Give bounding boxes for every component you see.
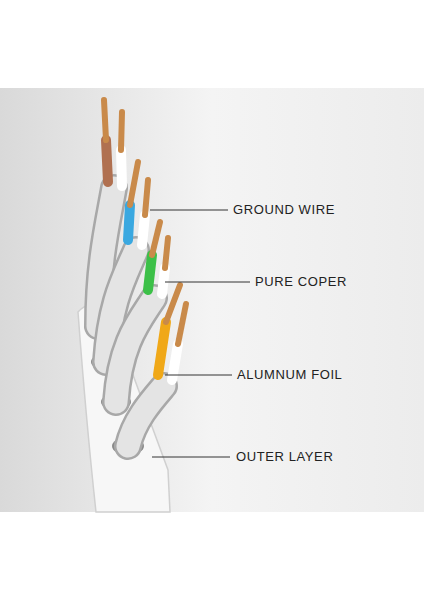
background [0,88,424,512]
twisted-wires [104,100,186,380]
pair-jackets [98,188,164,446]
part-label: GROUND WIRE [233,202,335,218]
part-label: ALUMNUM FOIL [237,367,342,383]
part-label: PURE COPER [255,274,347,290]
leader-lines [150,210,250,457]
part-label: OUTER LAYER [236,449,333,465]
